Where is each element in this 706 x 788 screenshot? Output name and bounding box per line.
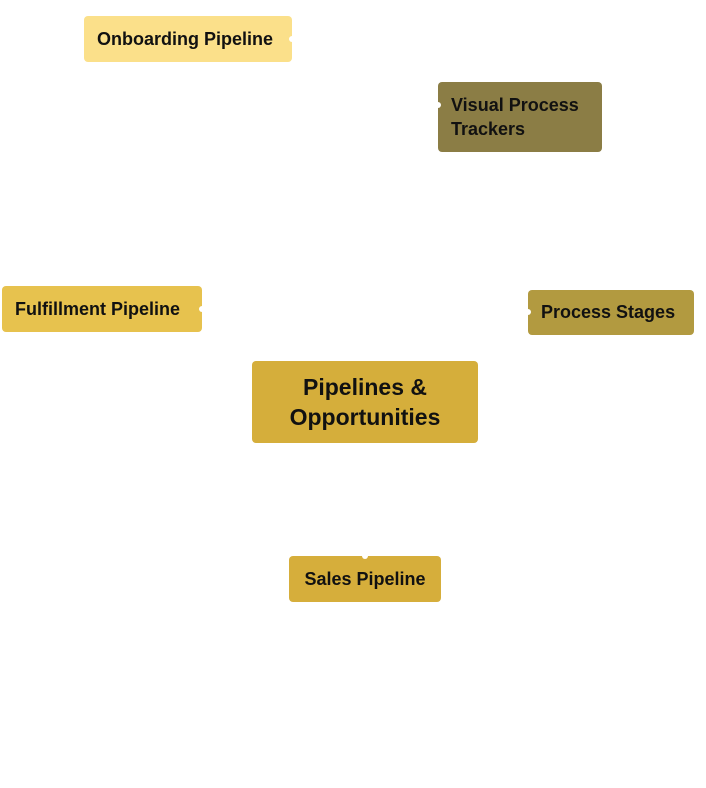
node-label: Process Stages [541, 302, 676, 322]
edge-center-visual [364, 104, 439, 362]
edge-center-onboarding [291, 38, 366, 362]
node-label: Pipelines & Opportunities [289, 374, 441, 430]
node-center-pipelines-opportunities[interactable]: Pipelines & Opportunities [252, 361, 478, 443]
connection-handle[interactable] [435, 102, 441, 108]
connection-handle[interactable] [362, 553, 368, 559]
node-visual-process-trackers[interactable]: Visual Process Trackers [435, 82, 602, 152]
node-process-stages[interactable]: Process Stages [525, 290, 694, 335]
connection-handle[interactable] [289, 36, 295, 42]
node-sales-pipeline[interactable]: Sales Pipeline [289, 553, 441, 602]
connection-handle[interactable] [525, 309, 531, 315]
edge-center-process [364, 311, 529, 362]
node-label: Fulfillment Pipeline [15, 298, 181, 319]
node-fulfillment-pipeline[interactable]: Fulfillment Pipeline [2, 286, 205, 332]
node-onboarding-pipeline[interactable]: Onboarding Pipeline [84, 16, 295, 62]
edge-center-fulfill [201, 308, 366, 362]
node-label: Visual Process Trackers [451, 95, 579, 139]
connection-handle[interactable] [199, 306, 205, 312]
node-label: Sales Pipeline [304, 568, 426, 589]
node-label: Onboarding Pipeline [97, 28, 274, 49]
